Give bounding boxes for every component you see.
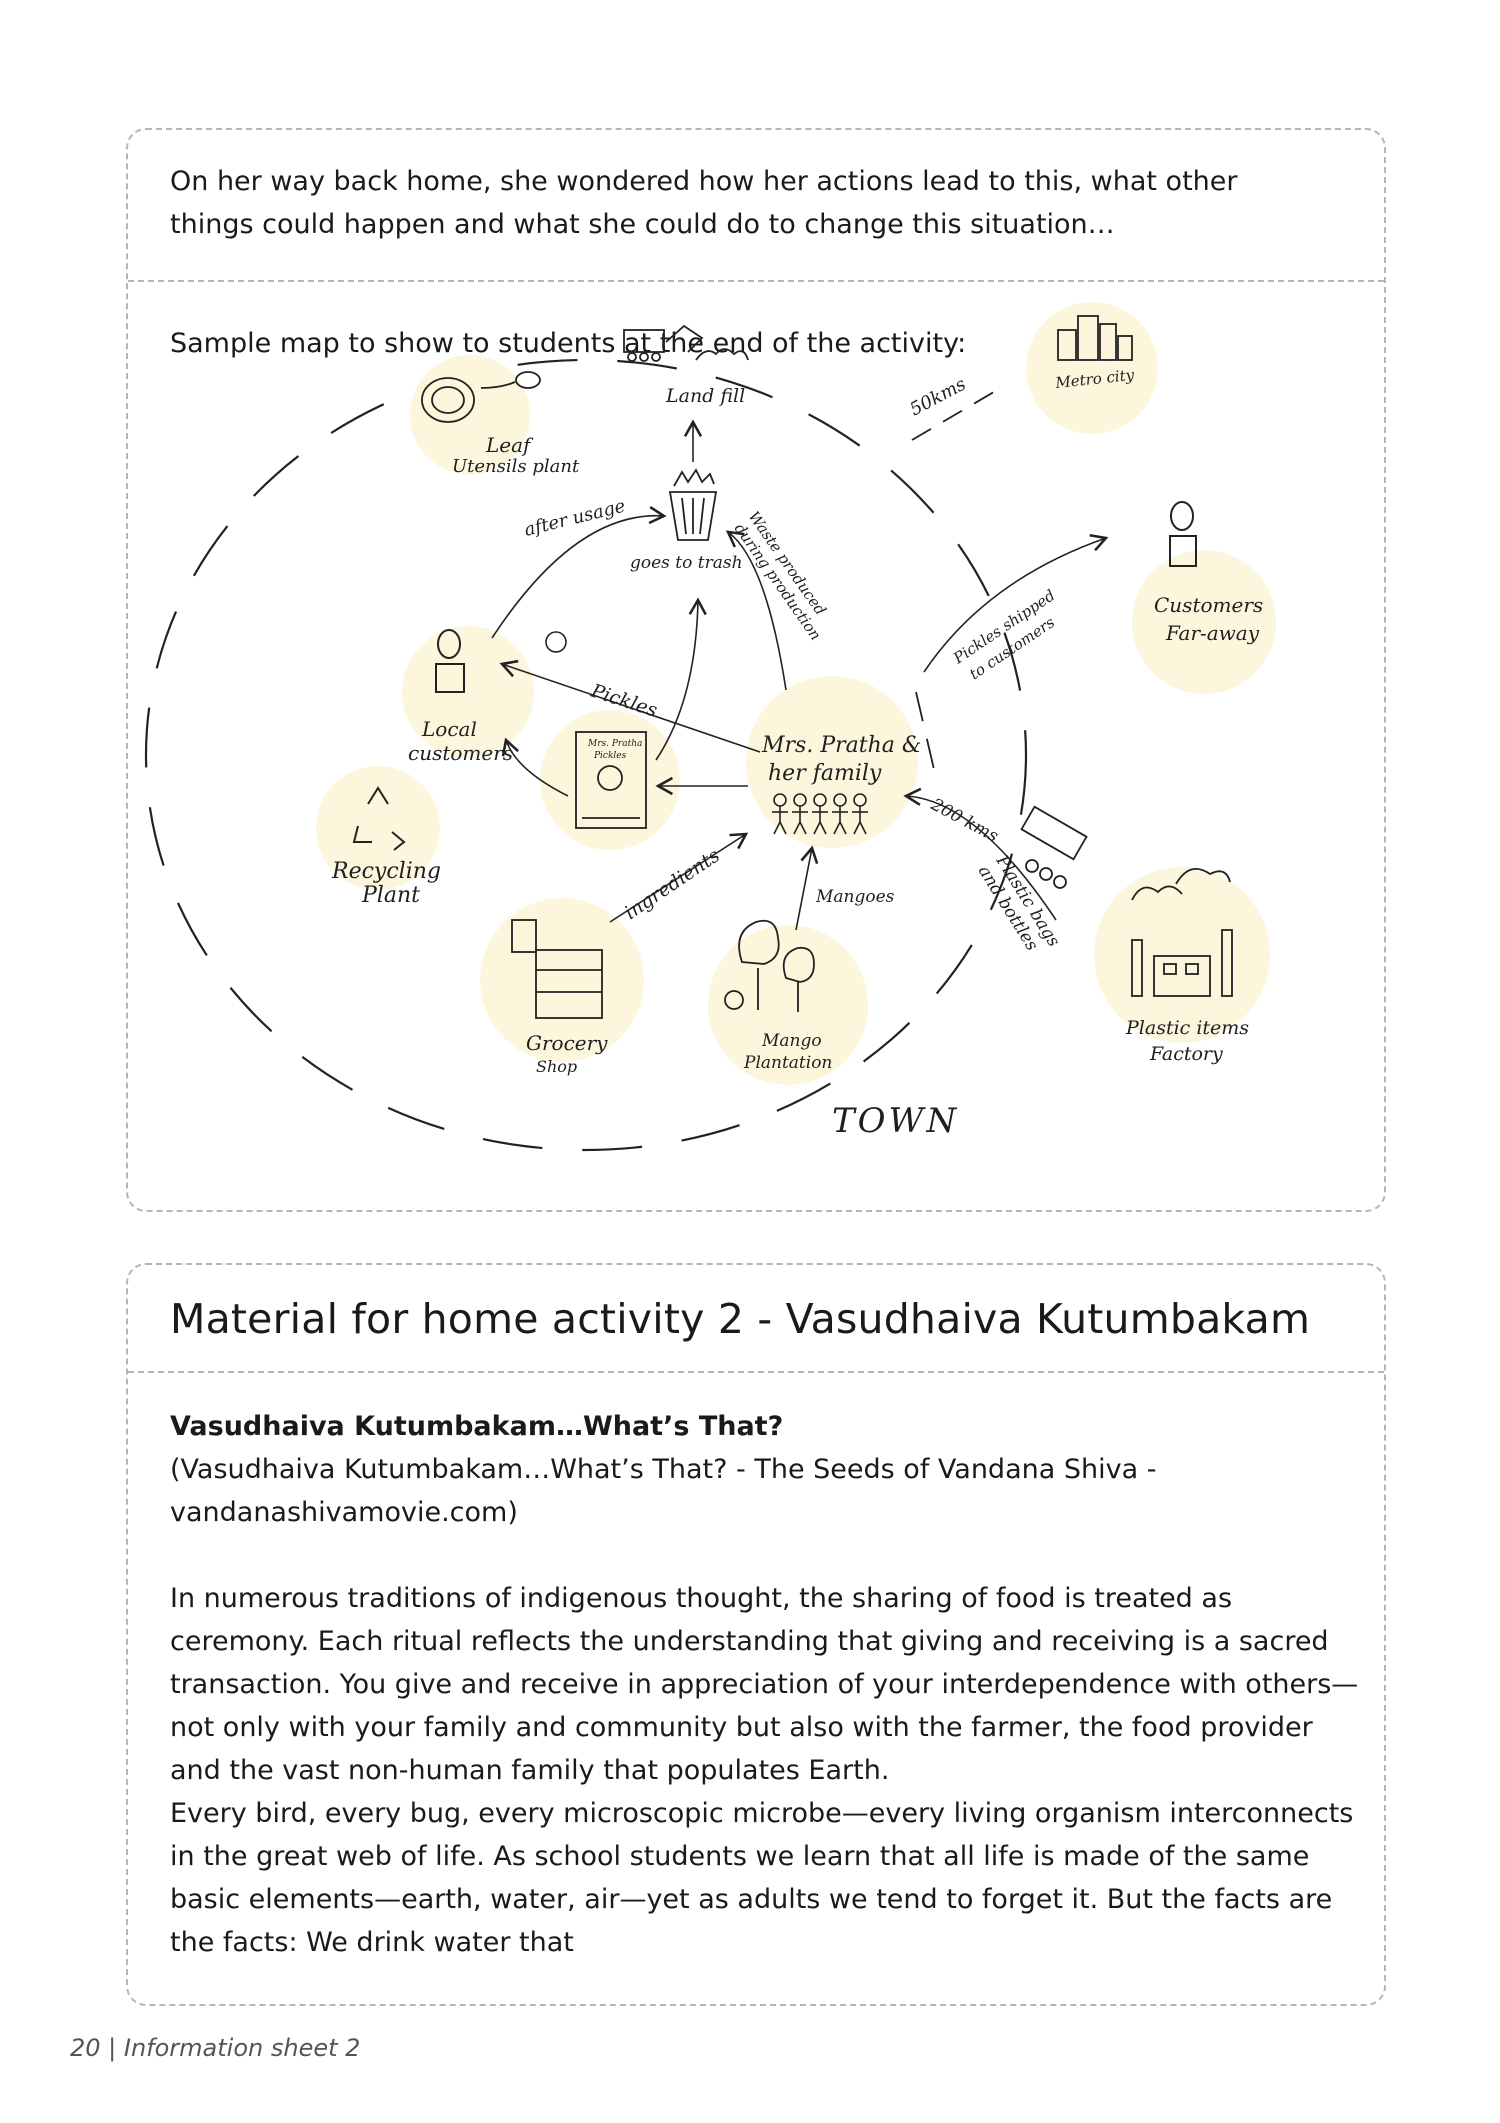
svg-text:Customers: Customers (1154, 593, 1263, 617)
svg-text:customers: customers (408, 741, 513, 765)
pickle-jar-node (540, 710, 680, 850)
pickle-jar-small-icon (546, 632, 566, 652)
svg-text:after usage: after usage (522, 495, 627, 540)
svg-text:Factory: Factory (1149, 1043, 1223, 1065)
home-activity-box: Material for home activity 2 - Vasudhaiv… (126, 1263, 1386, 2006)
section-divider (128, 280, 1384, 282)
svg-text:her family: her family (768, 761, 882, 786)
svg-text:Land fill: Land fill (665, 385, 745, 407)
svg-text:Plastic items: Plastic items (1125, 1017, 1249, 1039)
truck-icon (1022, 807, 1087, 888)
sample-map-diagram: TOWN Land fill Leaf Utensils plant g (136, 300, 1276, 1180)
svg-text:goes to trash: goes to trash (630, 553, 743, 573)
svg-text:ingredients: ingredients (620, 844, 724, 924)
title-divider (128, 1371, 1384, 1373)
trash-bin-icon (670, 470, 716, 540)
page-footer: 20 | Information sheet 2 (70, 2034, 360, 2062)
article-content: Vasudhaiva Kutumbakam…What’s That? (Vasu… (170, 1405, 1360, 1964)
article-paragraph-1: In numerous traditions of indigenous tho… (170, 1577, 1360, 1792)
svg-text:Shop: Shop (536, 1057, 577, 1076)
svg-text:Leaf: Leaf (485, 433, 534, 457)
landfill-icon (624, 326, 748, 361)
svg-text:Local: Local (421, 717, 477, 741)
svg-text:Mrs. Pratha: Mrs. Pratha (587, 739, 642, 749)
svg-text:Mrs. Pratha &: Mrs. Pratha & (761, 733, 921, 758)
svg-text:Plant: Plant (361, 883, 420, 908)
section-title: Material for home activity 2 - Vasudhaiv… (170, 1295, 1310, 1343)
town-label: TOWN (832, 1101, 959, 1141)
metro-node (1026, 302, 1158, 434)
svg-text:200 kms: 200 kms (927, 794, 1002, 847)
svg-text:Recycling: Recycling (331, 859, 441, 884)
article-source: (Vasudhaiva Kutumbakam…What’s That? - Th… (170, 1448, 1360, 1534)
svg-text:Utensils plant: Utensils plant (452, 456, 580, 477)
intro-text: On her way back home, she wondered how h… (170, 160, 1320, 246)
svg-text:Far-away: Far-away (1165, 621, 1260, 645)
article-paragraph-2: Every bird, every bug, every microscopic… (170, 1792, 1360, 1964)
svg-text:Plantation: Plantation (743, 1053, 832, 1073)
svg-text:Mangoes: Mangoes (815, 887, 895, 907)
svg-text:50kms: 50kms (906, 374, 969, 421)
svg-text:Mango: Mango (761, 1031, 822, 1051)
article-title: Vasudhaiva Kutumbakam…What’s That? (170, 1405, 1360, 1448)
svg-text:Pickles: Pickles (593, 751, 627, 761)
svg-text:Grocery: Grocery (526, 1031, 608, 1055)
